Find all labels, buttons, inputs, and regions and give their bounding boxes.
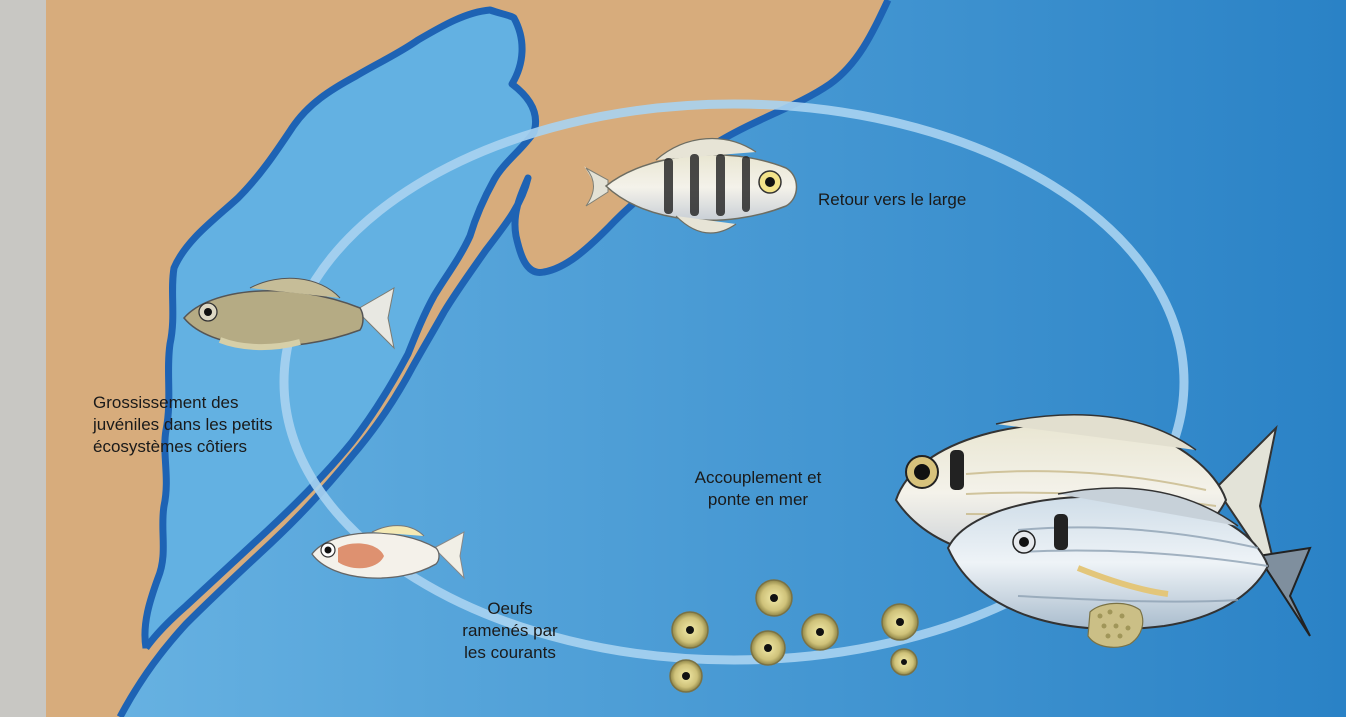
egg [802,614,838,650]
diagram-frame: Retour vers le large Grossissement des j… [46,0,1346,717]
label-retour: Retour vers le large [818,189,966,211]
egg [751,631,785,665]
egg [670,660,702,692]
egg [891,649,917,675]
label-oeufs: Oeufs ramenés par les courants [430,598,590,664]
lifecycle-scene [46,0,1346,717]
egg [672,612,708,648]
label-grossissement: Grossissement des juvéniles dans les pet… [93,392,273,458]
egg-mass [1088,603,1143,647]
egg [882,604,918,640]
label-accouplement: Accouplement et ponte en mer [658,467,858,511]
egg [756,580,792,616]
